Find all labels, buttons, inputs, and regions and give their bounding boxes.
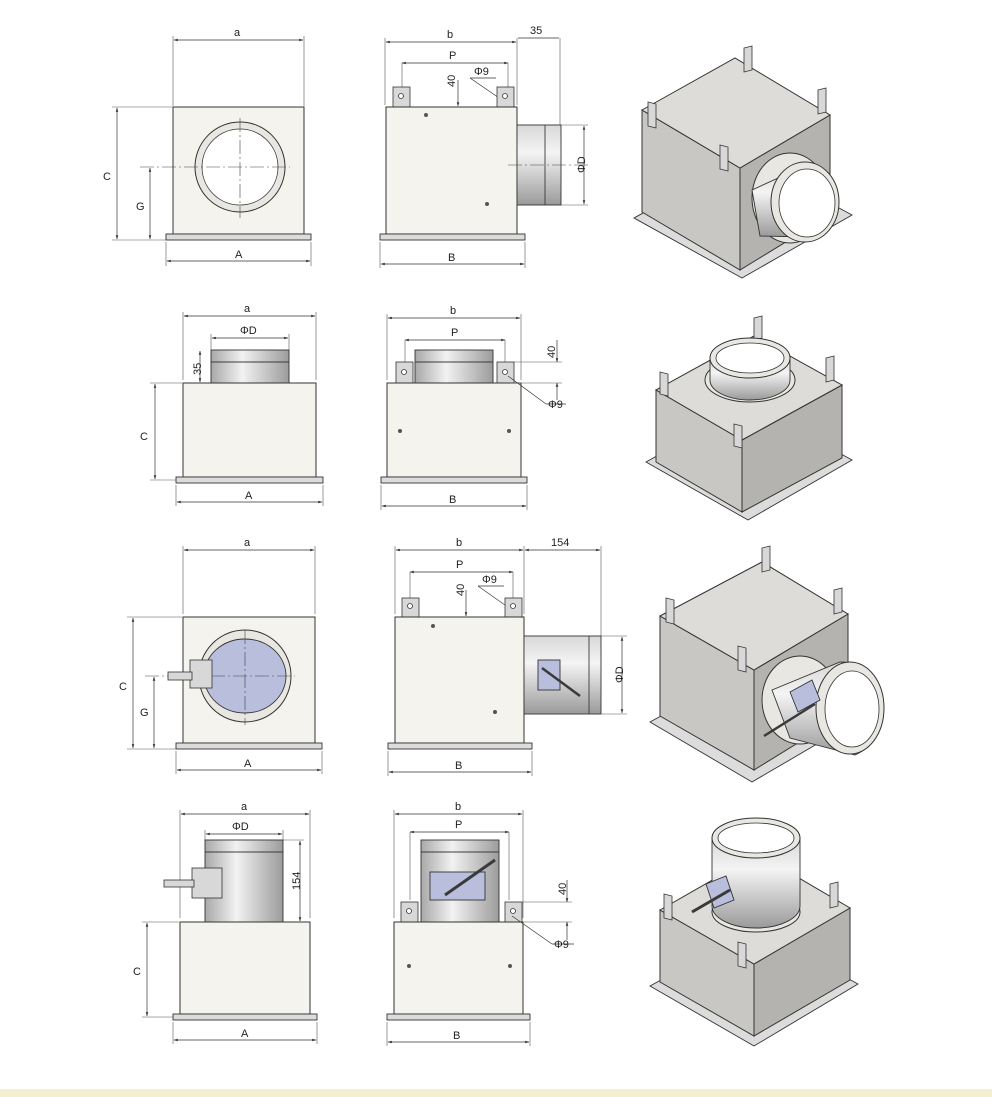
label-154-row3: 154 [551,537,569,549]
label-154-row4: 154 [291,872,303,890]
label-P-row3: P [456,559,463,571]
label-G-row3: G [140,707,149,719]
row1-side-view: b 35 P 40 Φ9 ΦD B [379,25,590,268]
label-35-row1: 35 [530,25,542,37]
row2-iso-view [645,315,853,521]
label-40-row2: 40 [546,346,558,358]
row2-side-view: b P 40 Φ9 B [380,305,566,510]
label-B-row2: B [449,494,456,506]
label-A-row4: A [241,1028,249,1040]
label-D-row4: ΦD [232,821,249,833]
label-a-row2: a [244,303,251,315]
label-35-row2: 35 [192,363,204,375]
label-a-row3: a [244,537,251,549]
label-B-row4: B [453,1030,460,1042]
label-b-row2: b [450,305,456,317]
label-B-row3: B [455,760,462,772]
label-B-row1: B [448,252,455,264]
label-A-row1: A [235,249,243,261]
label-G-row1: G [136,201,145,213]
label-hole-row2: Φ9 [548,399,563,411]
row3-front-view: a C G A [119,537,323,774]
label-40-row1: 40 [446,75,458,87]
label-C-row1: C [103,171,111,183]
label-hole-row4: Φ9 [554,939,569,951]
label-A-row2: A [245,490,253,502]
label-40-row3: 40 [455,584,467,596]
label-P-row2: P [451,327,458,339]
label-A-row3: A [244,758,252,770]
row1-iso-view [633,45,853,279]
label-b-row4: b [455,801,461,813]
label-hole-row3: Φ9 [482,574,497,586]
row2-front-view: a ΦD 35 C A [140,303,324,506]
label-a-row4: a [241,801,248,813]
label-b-row3: b [456,537,462,549]
row3-iso-view [649,545,885,783]
label-C-row3: C [119,681,127,693]
label-D-row3: ΦD [614,666,626,683]
row4-iso-view [649,817,859,1047]
row4-side-view: b P 40 Φ9 B [386,801,574,1046]
label-P-row1: P [449,50,456,62]
row1-front-view: a C G A [103,27,312,266]
label-40-row4: 40 [557,883,569,895]
page-footer-strip [0,1089,992,1097]
row3-side-view: b 154 P 40 Φ9 ΦD B [387,537,627,776]
label-C-row4: C [133,966,141,978]
label-C-row2: C [140,431,148,443]
label-D-row1: ΦD [576,156,588,173]
label-a-row1: a [234,27,241,39]
row4-front-view: a ΦD 154 C A [133,801,318,1044]
label-D-row2: ΦD [240,325,257,337]
label-b-row1: b [447,29,453,41]
label-P-row4: P [455,819,462,831]
label-hole-row1: Φ9 [474,66,489,78]
